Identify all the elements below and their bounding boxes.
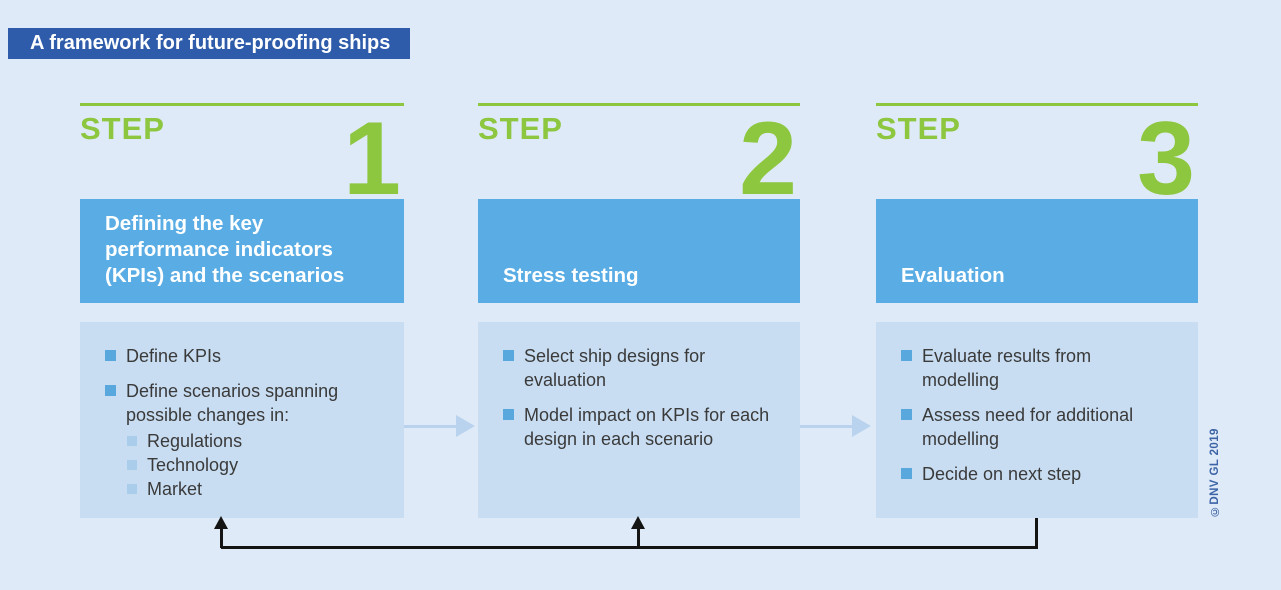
step-2-body-box: Select ship designs for evaluation Model…	[478, 322, 800, 518]
page-title: A framework for future-proofing ships	[30, 32, 391, 54]
step-2-header-text: Stress testing	[503, 264, 639, 287]
step-3-head: STEP 3	[876, 101, 1198, 217]
arrow-head	[456, 415, 475, 437]
step-1-top-rule	[80, 103, 404, 106]
feedback-arrowhead-step1-icon	[214, 516, 228, 529]
list-item: Assess need for additional modelling	[901, 403, 1172, 451]
sub-bullet-square-icon	[127, 484, 137, 494]
list-item: Select ship designs for evaluation	[503, 344, 774, 392]
bullet-square-icon	[901, 350, 912, 361]
step-1-column: STEP 1 Defining the key performance indi…	[80, 103, 404, 518]
flow-arrow-step1-to-step2-icon	[404, 415, 475, 438]
list-item: Define scenarios spanning possible chang…	[105, 379, 378, 501]
step-2-column: STEP 2 Stress testing Select ship design…	[478, 103, 800, 518]
list-item: Regulations	[126, 429, 378, 453]
bullet-text: Assess need for additional modelling	[922, 405, 1134, 449]
copyright-label: ©DNV GL 2019	[1209, 428, 1221, 517]
bullet-square-icon	[503, 350, 514, 361]
list-item: Model impact on KPIs for each design in …	[503, 403, 774, 451]
list-item: Decide on next step	[901, 462, 1172, 486]
bullet-square-icon	[105, 385, 116, 396]
sub-bullet-square-icon	[127, 436, 137, 446]
step-1-header-text: Defining the key performance indicators …	[105, 212, 345, 287]
arrow-head	[852, 415, 871, 437]
feedback-line-to-step1	[220, 528, 223, 548]
bullet-text: Model impact on KPIs for each design in …	[524, 405, 770, 449]
step-2-top-rule	[478, 103, 800, 106]
sub-bullet-text: Market	[147, 479, 203, 499]
list-item: Technology	[126, 453, 378, 477]
feedback-arrowhead-step2-icon	[631, 516, 645, 529]
bullet-square-icon	[901, 468, 912, 479]
step-2-label: STEP	[478, 111, 563, 146]
step-2-head: STEP 2	[478, 101, 800, 217]
step-1-body-box: Define KPIs Define scenarios spanning po…	[80, 322, 404, 518]
feedback-line-horizontal	[221, 546, 1038, 549]
list-item: Market	[126, 477, 378, 501]
bullet-text: Define KPIs	[126, 346, 222, 366]
bullet-content: Define scenarios spanning possible chang…	[126, 379, 378, 501]
step-1-label: STEP	[80, 111, 165, 146]
bullet-square-icon	[105, 350, 116, 361]
sub-bullet-text: Technology	[147, 455, 239, 475]
bullet-text: Decide on next step	[922, 464, 1082, 484]
sub-bullet-text: Regulations	[147, 431, 243, 451]
step-1-head: STEP 1	[80, 101, 404, 217]
title-bar: A framework for future-proofing ships	[8, 28, 410, 59]
bullet-text: Select ship designs for evaluation	[524, 346, 706, 390]
bullet-square-icon	[503, 409, 514, 420]
arrow-shaft	[404, 425, 458, 428]
step-1-header-box: Defining the key performance indicators …	[80, 199, 404, 303]
arrow-shaft	[800, 425, 854, 428]
feedback-line-from-step3	[1035, 518, 1038, 548]
sub-bullet-square-icon	[127, 460, 137, 470]
feedback-line-to-step2	[637, 528, 640, 548]
list-item: Evaluate results from modelling	[901, 344, 1172, 392]
step-2-number: 2	[739, 101, 797, 217]
step-3-column: STEP 3 Evaluation Evaluate results from …	[876, 103, 1198, 518]
step-2-header-box: Stress testing	[478, 199, 800, 303]
step-3-top-rule	[876, 103, 1198, 106]
step-3-label: STEP	[876, 111, 961, 146]
step-3-number: 3	[1137, 101, 1195, 217]
sub-list: Regulations Technology Market	[126, 429, 378, 501]
list-item: Define KPIs	[105, 344, 378, 368]
step-3-header-text: Evaluation	[901, 264, 1005, 287]
bullet-square-icon	[901, 409, 912, 420]
step-3-header-box: Evaluation	[876, 199, 1198, 303]
bullet-text: Define scenarios spanning possible chang…	[126, 381, 339, 425]
bullet-text: Evaluate results from modelling	[922, 346, 1092, 390]
step-3-body-box: Evaluate results from modelling Assess n…	[876, 322, 1198, 518]
flow-arrow-step2-to-step3-icon	[800, 415, 871, 438]
step-1-number: 1	[343, 101, 401, 217]
